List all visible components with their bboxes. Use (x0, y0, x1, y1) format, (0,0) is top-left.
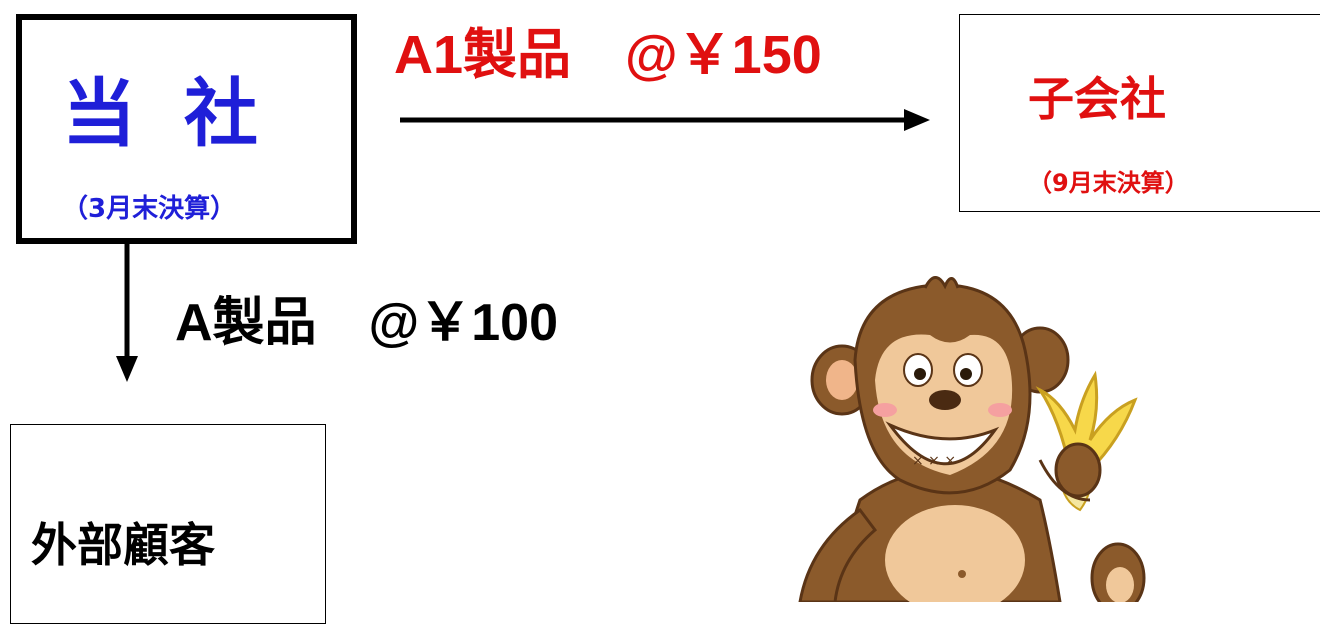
arrows-layer (116, 109, 930, 382)
parent-fiscal-note: （3月末決算） (62, 194, 237, 224)
external-customer-name: 外部顧客 (31, 518, 215, 572)
flow-label-to-customer: A製品 @￥100 (175, 294, 559, 352)
subsidiary-box: 子会社 （9月末決算） (959, 14, 1320, 212)
external-customer-box: 外部顧客 (10, 424, 326, 624)
monkey-illustration: × × × (798, 276, 1146, 602)
flow-label-to-subsidiary: A1製品 @￥150 (394, 25, 822, 85)
banana-icon (1035, 370, 1138, 512)
subsidiary-fiscal-note: （9月末決算） (1028, 169, 1189, 197)
parent-company-box: 当社 （3月末決算） (16, 14, 357, 244)
svg-text:× × ×: × × × (912, 453, 956, 469)
arrow-to-customer-head (116, 356, 138, 382)
subsidiary-name: 子会社 (1028, 72, 1166, 126)
arrow-to-subsidiary-head (904, 109, 930, 131)
parent-company-name: 当社 (62, 71, 306, 157)
monkey-body (798, 468, 1146, 602)
monkey-head: × × × (810, 276, 1070, 495)
